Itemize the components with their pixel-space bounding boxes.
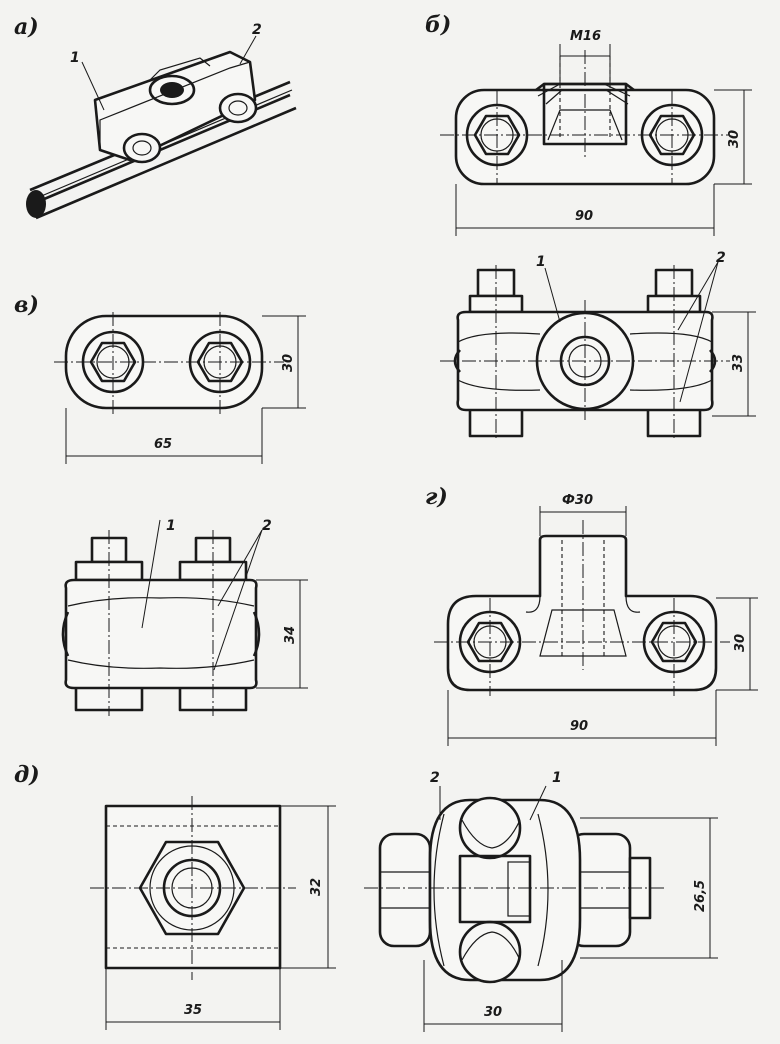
dim-b-side-height: 33: [731, 354, 746, 372]
dim-g-height: 30: [733, 634, 748, 652]
callout-2-b: 2: [716, 250, 726, 266]
view-d-side: 2 1 26,5 30: [364, 770, 718, 1032]
callout-2-v: 2: [262, 518, 272, 534]
callout-1-b: 1: [536, 254, 546, 270]
callout-1-a: 1: [70, 50, 80, 66]
callout-1-d: 1: [552, 770, 562, 786]
dim-d-height: 32: [309, 878, 324, 896]
dim-v-side-height: 34: [283, 626, 298, 644]
section-label-d: д): [14, 762, 40, 788]
view-b-side: 1 2 33: [440, 250, 756, 440]
dim-b-height: 30: [727, 130, 742, 148]
section-label-a: а): [14, 14, 39, 40]
dim-d-width: 35: [184, 1003, 202, 1018]
section-label-b: б): [425, 12, 452, 38]
dim-g-diameter: Ф30: [562, 493, 593, 508]
dim-b-width: 90: [575, 209, 593, 224]
callout-1-v: 1: [166, 518, 176, 534]
dim-v-height: 30: [281, 354, 296, 372]
dim-g-width: 90: [570, 719, 588, 734]
view-v-front: 30 65: [54, 312, 306, 464]
dim-v-width: 65: [154, 437, 172, 452]
view-d-front: 32 35: [90, 796, 336, 1030]
dim-b-thread: М16: [570, 29, 601, 44]
view-b-front: М16 30 90: [440, 29, 752, 236]
dim-d-side-width: 30: [484, 1005, 502, 1020]
section-label-g: г): [425, 484, 448, 510]
dim-d-side-height: 26,5: [693, 880, 708, 912]
callout-2-d: 2: [430, 770, 440, 786]
iso-connector-view: 1 2: [26, 22, 297, 220]
section-label-v: в): [14, 292, 39, 318]
view-v-side: 1 2 34: [61, 518, 308, 716]
view-g-front: Ф30 30 90: [434, 493, 758, 746]
callout-2-a: 2: [252, 22, 262, 38]
